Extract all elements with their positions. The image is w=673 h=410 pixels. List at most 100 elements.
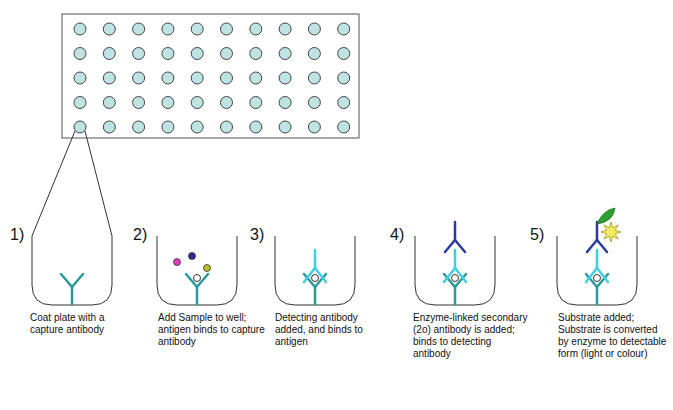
well-outline <box>415 236 495 305</box>
plate-well <box>103 23 115 35</box>
capture-antibody <box>196 287 199 304</box>
detecting-antibody <box>314 250 317 268</box>
plate-well <box>250 48 262 60</box>
antigen <box>594 275 601 282</box>
plate-wells <box>74 23 350 133</box>
step-caption: Substrate added; Substrate is converted … <box>558 312 668 360</box>
plate-well <box>133 97 145 109</box>
plate-well <box>338 72 350 84</box>
well-outline <box>32 236 112 305</box>
well <box>157 236 237 305</box>
secondary-antibody <box>587 240 597 252</box>
microplate <box>62 14 359 138</box>
zoom-lines <box>32 131 112 236</box>
plate-well <box>308 72 320 84</box>
plate-well <box>250 23 262 35</box>
plate-well <box>221 72 233 84</box>
plate-well <box>74 48 86 60</box>
detecting-antibody <box>304 268 315 282</box>
plate-well <box>133 48 145 60</box>
plate-well <box>221 48 233 60</box>
plate-well <box>279 23 291 35</box>
plate-well <box>308 97 320 109</box>
signal-burst <box>601 222 621 242</box>
capture-antibody <box>71 287 74 304</box>
well <box>32 236 112 305</box>
step-number: 4) <box>390 226 404 244</box>
plate-well <box>191 97 203 109</box>
plate-well <box>74 23 86 35</box>
well <box>415 222 495 305</box>
zoom-line <box>32 131 75 236</box>
plate-well <box>74 97 86 109</box>
well-outline <box>557 236 637 305</box>
plate-well <box>338 97 350 109</box>
secondary-antibody <box>596 222 599 240</box>
sample-molecule <box>189 253 196 260</box>
plate-well <box>103 121 115 133</box>
plate-well <box>338 48 350 60</box>
well-outline <box>275 236 355 305</box>
secondary-antibody <box>445 240 455 252</box>
secondary-antibody <box>454 222 457 240</box>
plate-well <box>250 121 262 133</box>
detecting-antibody <box>586 268 597 282</box>
antigen <box>194 275 201 282</box>
step-number: 5) <box>530 226 544 244</box>
plate-well <box>221 23 233 35</box>
step-number: 1) <box>10 226 24 244</box>
capture-antibody <box>72 274 83 287</box>
detecting-antibody <box>315 268 326 282</box>
plate-well <box>279 97 291 109</box>
sample-molecule <box>174 259 181 266</box>
plate-well <box>103 48 115 60</box>
plate-well <box>162 48 174 60</box>
plate-well <box>279 48 291 60</box>
plate-well <box>250 72 262 84</box>
step-caption: Detecting antibody added, and binds to a… <box>275 312 385 348</box>
plate-well <box>74 121 86 133</box>
plate-well <box>279 121 291 133</box>
antigen <box>312 275 319 282</box>
plate-well <box>308 23 320 35</box>
plate-well <box>162 23 174 35</box>
antigen <box>452 275 459 282</box>
detecting-antibody <box>455 268 466 282</box>
capture-antibody <box>314 287 317 304</box>
plate-well <box>133 72 145 84</box>
detecting-antibody <box>444 268 455 282</box>
step-caption: Enzyme-linked secondary (2o) antibody is… <box>413 312 531 360</box>
zoom-line <box>85 131 112 236</box>
well-outline <box>157 236 237 305</box>
detecting-antibody <box>597 268 608 282</box>
plate-well <box>308 121 320 133</box>
plate-well <box>191 23 203 35</box>
capture-antibody <box>61 274 72 287</box>
step-number: 3) <box>250 226 264 244</box>
well-cross-sections <box>32 208 637 305</box>
plate-well <box>103 72 115 84</box>
plate-well <box>221 97 233 109</box>
plate-well <box>308 48 320 60</box>
step-number: 2) <box>133 226 147 244</box>
plate-well <box>103 97 115 109</box>
secondary-antibody <box>455 240 465 252</box>
plate-well <box>191 121 203 133</box>
well <box>557 208 637 305</box>
capture-antibody <box>596 287 599 304</box>
plate-well <box>191 48 203 60</box>
plate-well <box>191 72 203 84</box>
capture-antibody <box>454 287 457 304</box>
secondary-antibody <box>597 240 607 252</box>
step-caption: Coat plate with a capture antibody <box>30 312 135 336</box>
plate-well <box>133 23 145 35</box>
plate-well <box>338 23 350 35</box>
plate-well <box>162 121 174 133</box>
plate-well <box>250 97 262 109</box>
plate-well <box>133 121 145 133</box>
enzyme <box>597 208 615 224</box>
step-caption: Add Sample to well; antigen binds to cap… <box>158 312 268 348</box>
plate-well <box>74 72 86 84</box>
well <box>275 236 355 305</box>
